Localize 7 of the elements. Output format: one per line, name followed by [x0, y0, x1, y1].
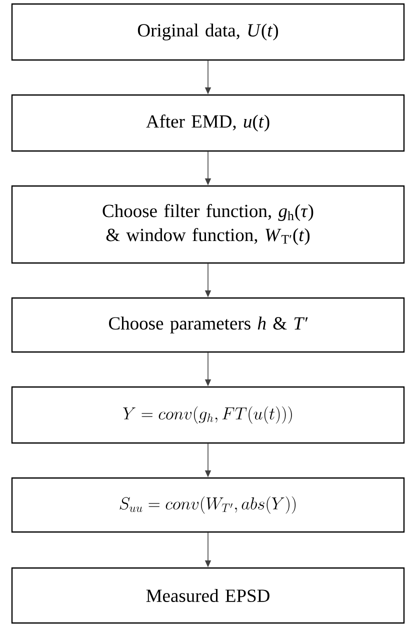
process-box: Original data, U(t): [11, 3, 405, 61]
process-box: Choose filter function, g$_{h}$(τ) & window function, W$_{T′}$(t): [11, 185, 405, 264]
process-box: $S_{uu} = conv(W_{T'}, abs(Y))$: [11, 477, 405, 533]
process-box: After EMD, u(t): [11, 94, 405, 152]
process-box: $Y = conv(g_{h}, FT(u(t)))$: [11, 386, 405, 444]
process-box: Choose parameters h & T′: [11, 297, 405, 353]
process-box: Measured EPSD: [11, 567, 405, 624]
